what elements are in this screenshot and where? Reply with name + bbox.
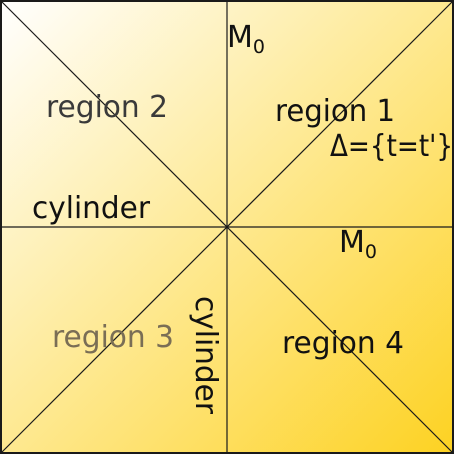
m0-label-right: M0	[339, 225, 377, 263]
region-2-label: region 2	[46, 90, 168, 125]
region-3-label: region 3	[52, 320, 174, 355]
m0-right-sub: 0	[365, 241, 377, 263]
m0-right-main: M	[339, 225, 365, 260]
region-1-label: region 1	[275, 94, 395, 129]
cylinder-horizontal-label: cylinder	[32, 191, 151, 226]
m0-label-top: M0	[227, 20, 265, 58]
region-4-label: region 4	[282, 326, 404, 361]
m0-top-sub: 0	[253, 36, 265, 58]
cylinder-vertical-label: cylinder	[188, 296, 223, 415]
diagonal-label: Δ={t=t'}	[330, 129, 453, 164]
m0-top-main: M	[227, 20, 253, 55]
